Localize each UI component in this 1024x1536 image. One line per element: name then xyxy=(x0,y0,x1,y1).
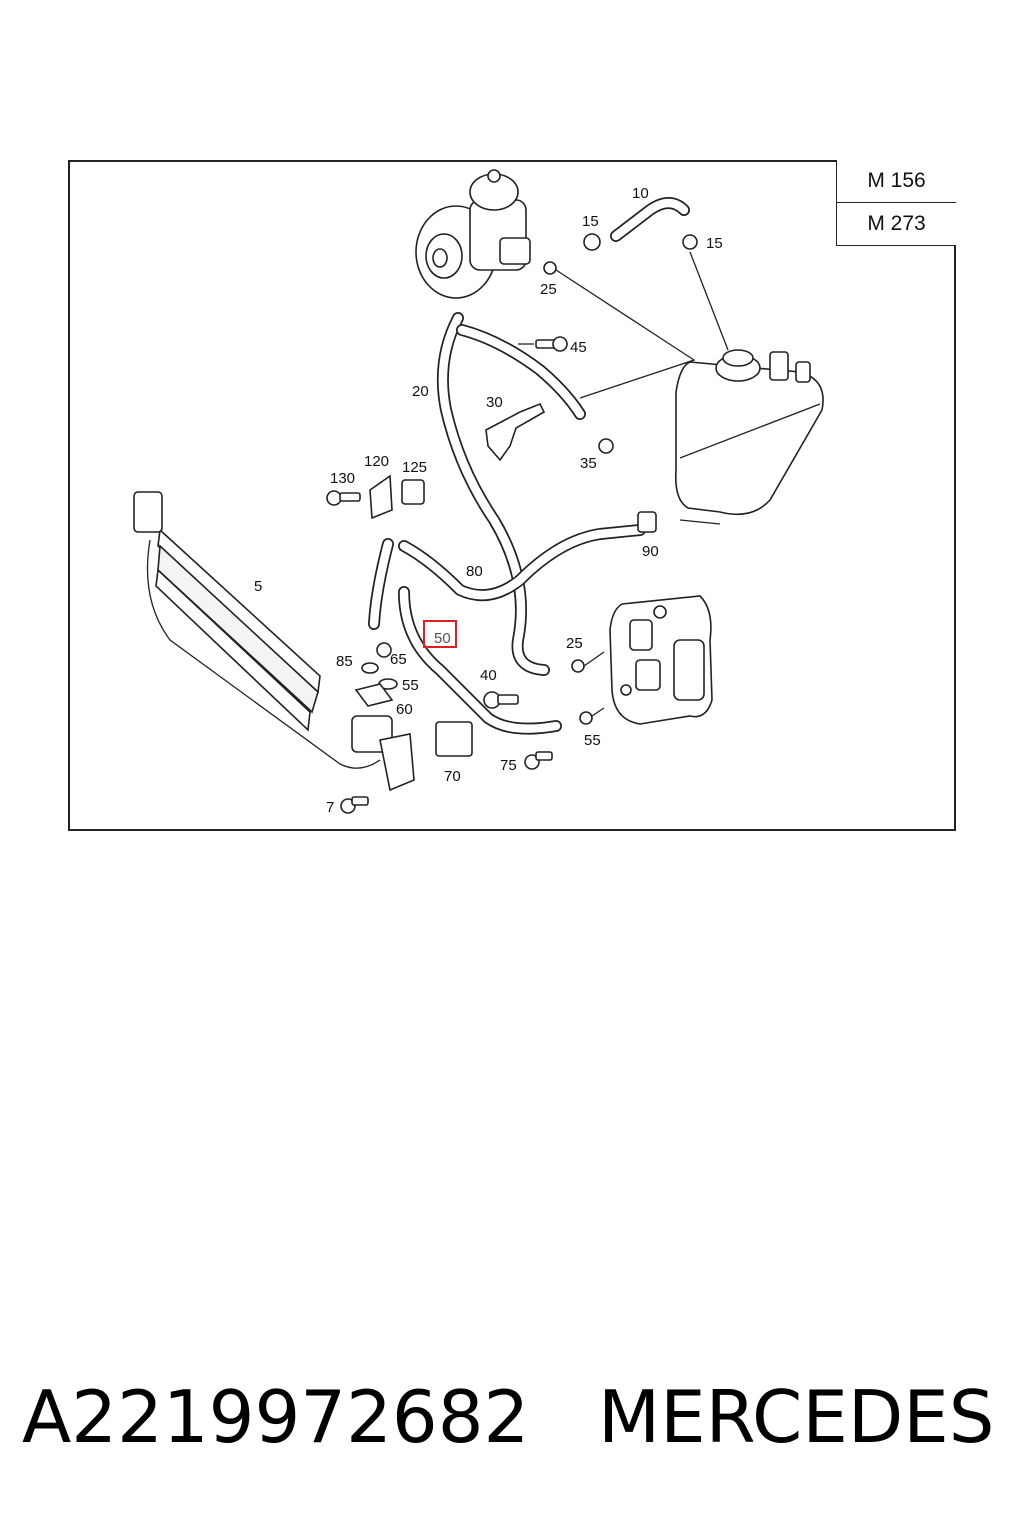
hose-10[interactable] xyxy=(610,197,690,242)
power-steering-pump[interactable] xyxy=(415,169,531,299)
bolt-45[interactable] xyxy=(535,336,568,352)
callout-70: 70 xyxy=(444,768,461,785)
callout-25-gear: 25 xyxy=(566,635,583,652)
hose-20-high-pressure[interactable] xyxy=(436,312,586,676)
footer: A2219972682 MERCEDES xyxy=(0,1375,1024,1475)
callout-65: 65 xyxy=(390,651,407,668)
engine-variant-table: M 156 M 273 xyxy=(836,160,956,246)
seal-55-gear[interactable] xyxy=(579,711,593,725)
callout-85: 85 xyxy=(336,653,353,670)
bolt-65[interactable] xyxy=(376,642,392,658)
hose-80-return[interactable] xyxy=(368,524,646,630)
bolt-75[interactable] xyxy=(524,751,553,770)
callout-7: 7 xyxy=(326,799,334,816)
damper-125[interactable] xyxy=(401,479,425,505)
part-number: A2219972682 xyxy=(22,1375,530,1459)
callout-75: 75 xyxy=(500,757,517,774)
seal-85[interactable] xyxy=(361,662,379,674)
callout-80: 80 xyxy=(466,563,483,580)
bolt-40[interactable] xyxy=(483,691,519,709)
callout-30: 30 xyxy=(486,394,503,411)
brand-name: MERCEDES xyxy=(598,1375,995,1459)
callout-50: 50 xyxy=(434,630,451,647)
callout-55-gear: 55 xyxy=(584,732,601,749)
callout-55-cooler: 55 xyxy=(402,677,419,694)
oil-cooler[interactable] xyxy=(133,491,415,792)
bracket-30[interactable] xyxy=(485,402,546,462)
reservoir-tank[interactable] xyxy=(674,349,824,516)
callout-120: 120 xyxy=(364,453,389,470)
callout-45: 45 xyxy=(570,339,587,356)
seal-25-gear[interactable] xyxy=(571,659,585,673)
steering-gear[interactable] xyxy=(609,595,713,725)
callout-20: 20 xyxy=(412,383,429,400)
bolt-7[interactable] xyxy=(340,796,369,814)
engine-variant-m273: M 273 xyxy=(837,202,956,245)
bolt-35[interactable] xyxy=(598,438,614,454)
clamp-15-right[interactable] xyxy=(682,234,698,250)
callout-5: 5 xyxy=(254,578,262,595)
highlight-box-50 xyxy=(423,620,457,648)
clamp-15-left[interactable] xyxy=(583,233,601,251)
bolt-130[interactable] xyxy=(326,490,361,506)
callout-90: 90 xyxy=(642,543,659,560)
plate-60[interactable] xyxy=(354,683,394,707)
clamp-90[interactable] xyxy=(637,511,657,533)
seal-25-top[interactable] xyxy=(543,261,557,275)
callout-60: 60 xyxy=(396,701,413,718)
bracket-120[interactable] xyxy=(369,474,393,520)
callout-25-top: 25 xyxy=(540,281,557,298)
callout-40: 40 xyxy=(480,667,497,684)
holder-70[interactable] xyxy=(435,721,473,757)
callout-35: 35 xyxy=(580,455,597,472)
diagram-frame xyxy=(68,160,956,831)
callout-15-left: 15 xyxy=(582,213,599,230)
callout-10: 10 xyxy=(632,185,649,202)
hose-50[interactable] xyxy=(398,586,562,735)
callout-15-right: 15 xyxy=(706,235,723,252)
callout-125: 125 xyxy=(402,459,427,476)
engine-variant-m156: M 156 xyxy=(867,169,926,192)
callout-130: 130 xyxy=(330,470,355,487)
